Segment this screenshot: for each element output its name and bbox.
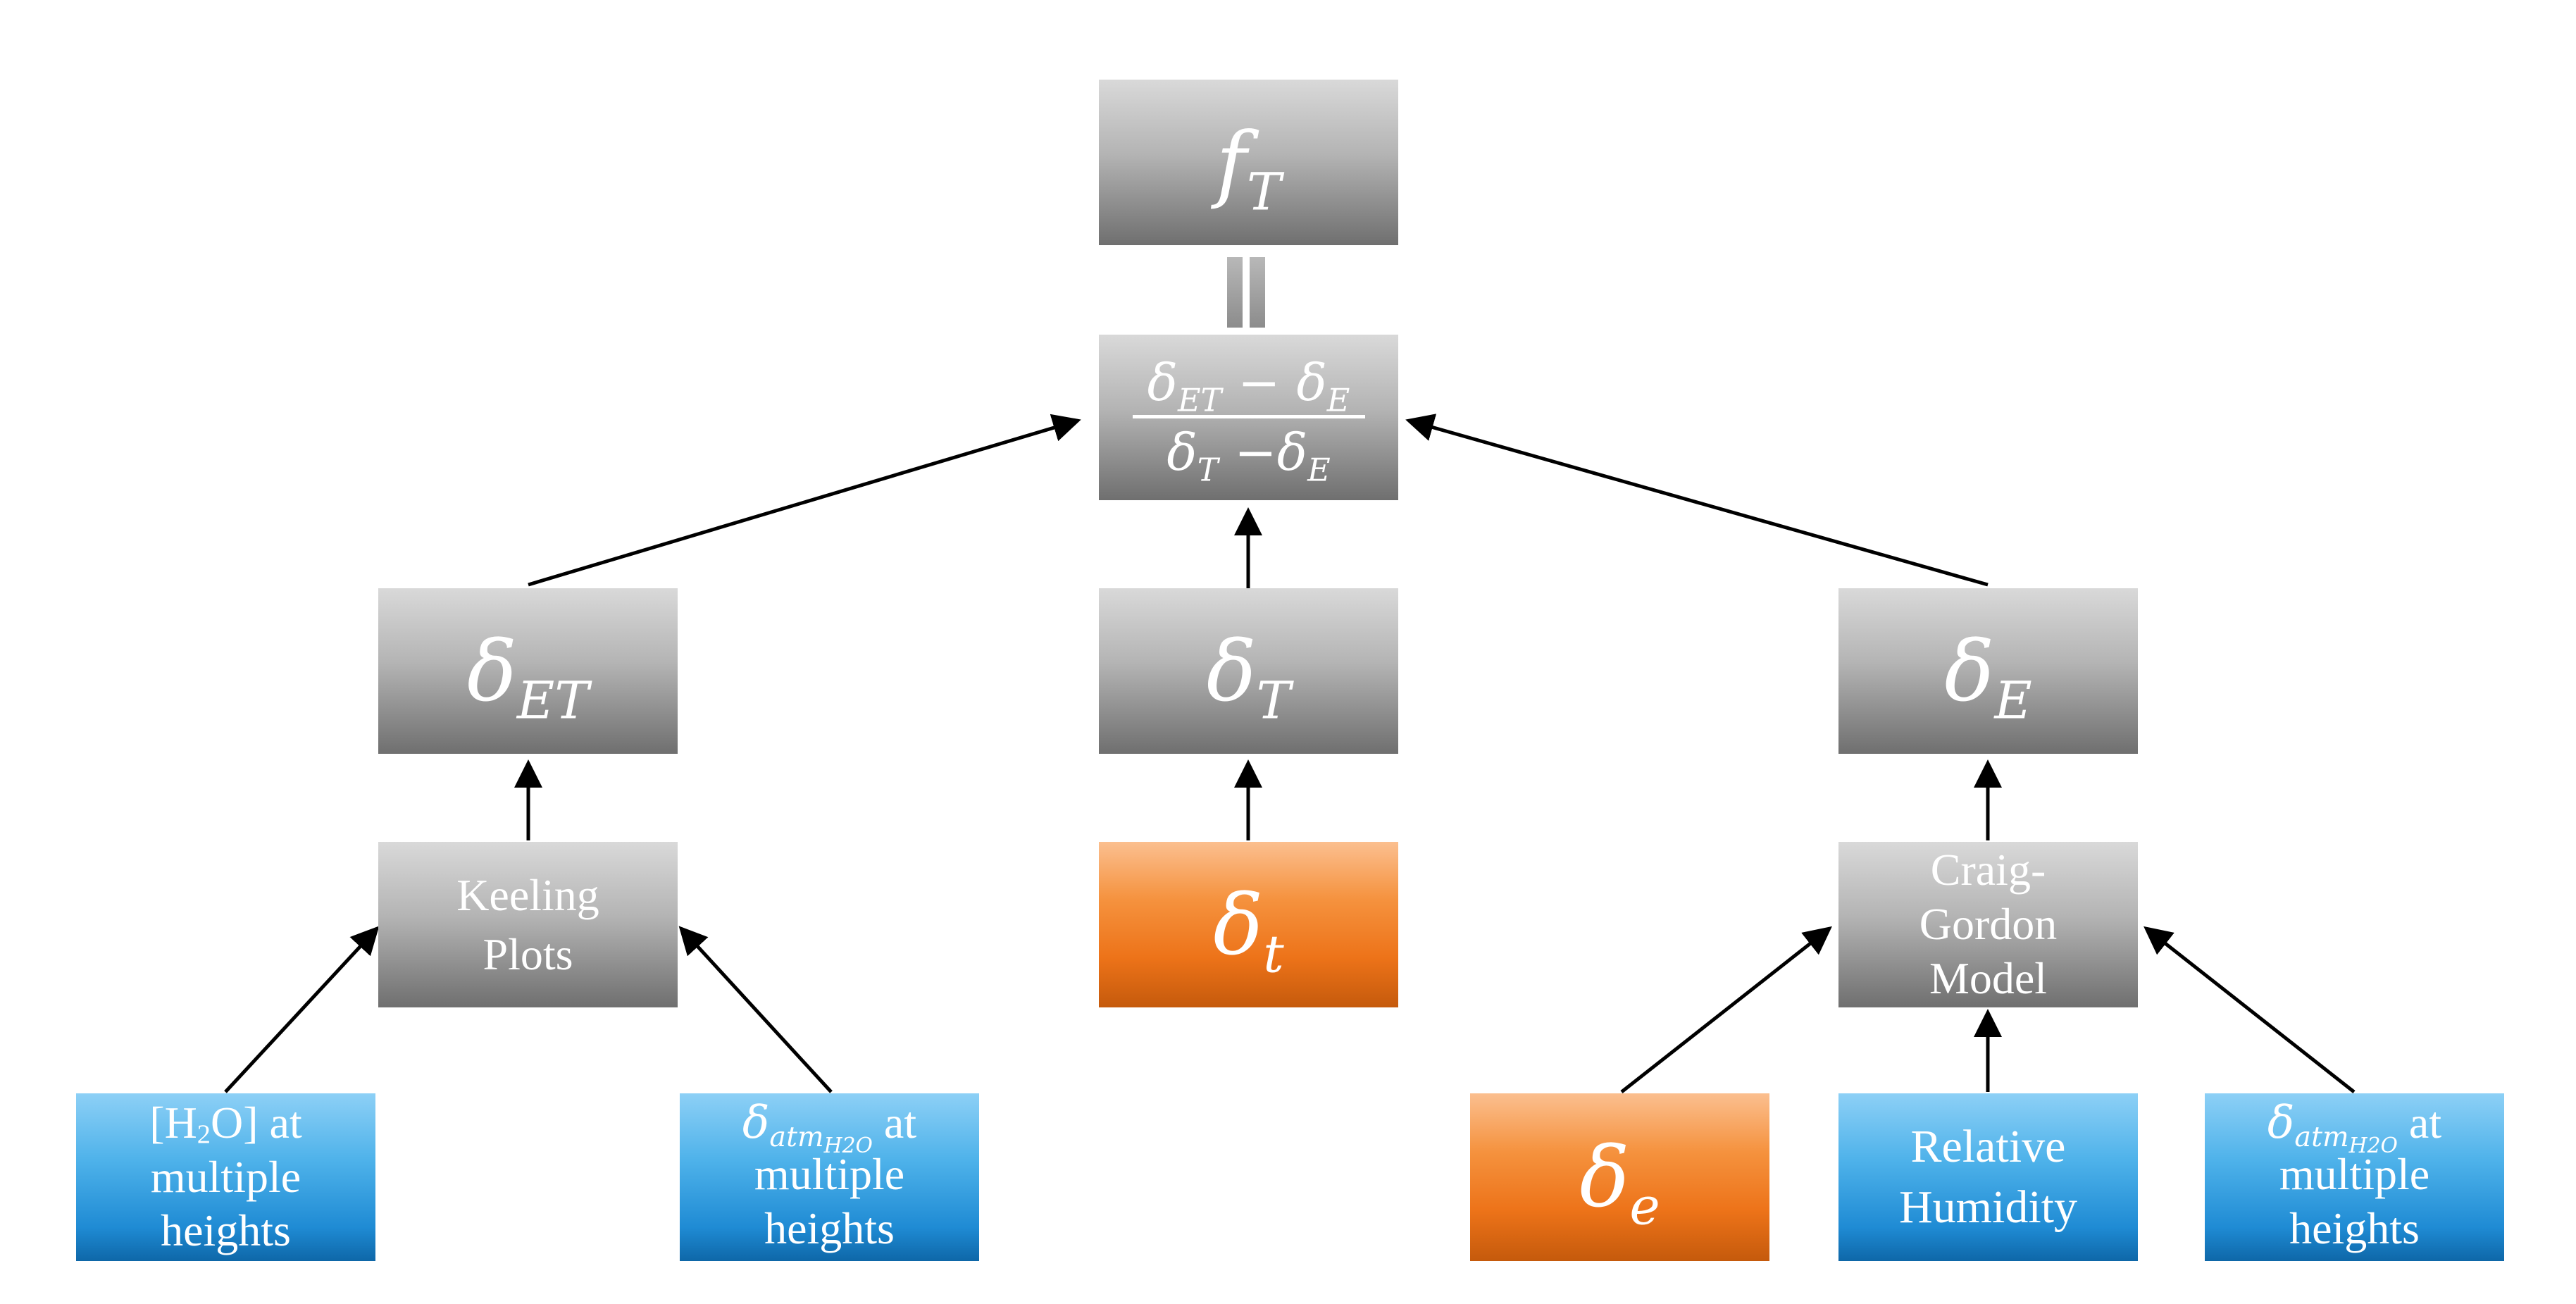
delta-t-lower-box: δt	[1099, 842, 1398, 1007]
f-t-box: fT	[1099, 80, 1398, 245]
keeling-plots-box: Keeling Plots	[378, 842, 678, 1007]
atm-left-rest-label: multiple heights	[754, 1149, 905, 1254]
delta-et-box: δET	[378, 588, 678, 754]
delta-e-lower-box: δe	[1470, 1093, 1769, 1261]
delta-e-upper-symbol: δE	[1944, 622, 2032, 731]
atm-right-box: δatmH2O at multiple heights	[2205, 1093, 2504, 1261]
fraction-denominator: δT −δE	[1166, 423, 1331, 489]
delta-e-lower-symbol: δe	[1579, 1129, 1660, 1237]
keeling-plots-label: Keeling Plots	[456, 870, 599, 979]
f-t-symbol: fT	[1216, 113, 1281, 223]
atm-left-box: δatmH2O at multiple heights	[680, 1093, 979, 1261]
atm-right-first-line: δatmH2O at	[2267, 1097, 2442, 1158]
arrow-atmleft-to-keeling	[678, 926, 833, 1093]
delta-t-upper-symbol: δT	[1206, 622, 1291, 731]
arrow-deltaE-to-fraction	[1405, 414, 1989, 587]
delta-t-upper-box: δT	[1099, 588, 1398, 754]
craig-gordon-box: Craig- Gordon Model	[1838, 842, 2138, 1007]
h2o-box: [H2O] at multiple heights	[76, 1093, 375, 1261]
arrow-deltae-to-craig	[1620, 926, 1832, 1093]
delta-t-lower-symbol: δt	[1213, 876, 1284, 985]
delta-e-upper-box: δE	[1838, 588, 2138, 754]
h2o-rest-label: multiple heights	[150, 1151, 301, 1256]
arrow-deltaET-to-fraction	[528, 414, 1081, 587]
h2o-first-line: [H2O] at	[149, 1097, 302, 1150]
arrow-h2o-to-keeling	[224, 926, 380, 1093]
craig-gordon-label: Craig- Gordon Model	[1919, 845, 2058, 1003]
fraction-numerator: δET − δE	[1147, 353, 1350, 419]
equals-bar	[1227, 257, 1243, 328]
delta-et-symbol: δET	[466, 622, 590, 731]
fraction-formula: δET − δE δT −δE	[1132, 353, 1365, 489]
equals-bar	[1250, 257, 1265, 328]
fraction-bar	[1132, 415, 1365, 418]
relative-humidity-label: Relative Humidity	[1898, 1121, 2077, 1233]
equals-sign	[1227, 257, 1265, 328]
atm-right-rest-label: multiple heights	[2279, 1149, 2430, 1254]
arrow-atmright-to-craig	[2143, 926, 2356, 1093]
atm-left-first-line: δatmH2O at	[742, 1097, 917, 1158]
fraction-box: δET − δE δT −δE	[1099, 335, 1398, 500]
relative-humidity-box: Relative Humidity	[1838, 1093, 2138, 1261]
